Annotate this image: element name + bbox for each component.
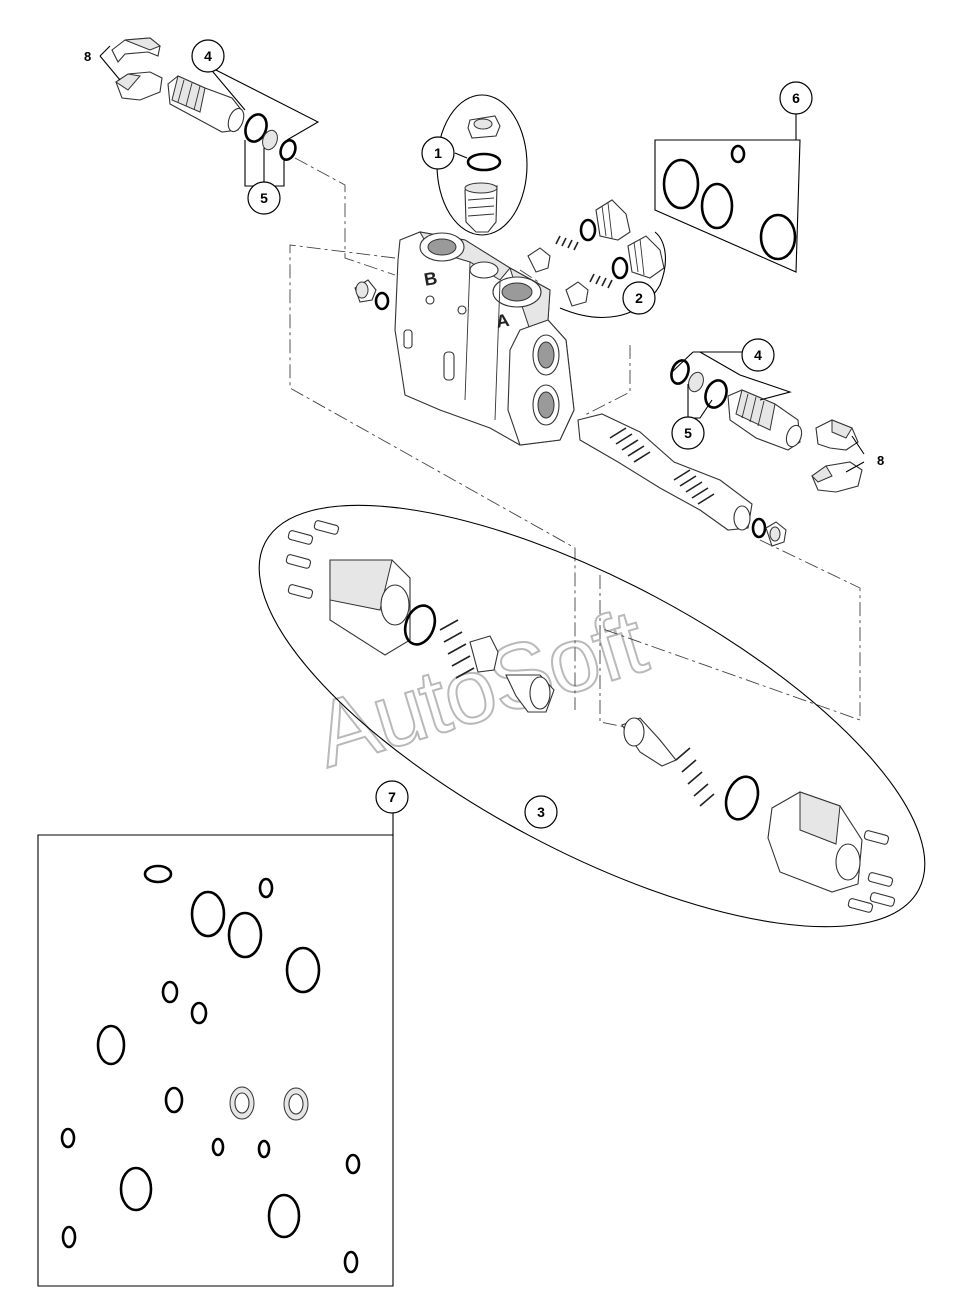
port-a-letter: A [495,310,511,332]
leader-lines [289,157,861,729]
seal-kit-6 [654,111,801,273]
backup-ring-5-left [262,129,278,151]
callout-7: 7 [375,780,409,814]
svg-text:6: 6 [792,90,800,106]
svg-text:4: 4 [204,48,212,64]
svg-text:2: 2 [635,290,643,306]
svg-text:3: 3 [537,804,545,820]
callout-4-right: 4 [741,338,775,372]
spool [577,413,787,547]
relief-cartridge-right [670,351,865,493]
label-8-left: 8 [84,49,91,64]
cap-screws-left [285,520,340,599]
spool-kit-3 [258,504,926,928]
label-8-right: 8 [877,453,884,468]
check-valve-group-1 [436,94,528,236]
o-ring-4-left [244,113,268,143]
svg-text:1: 1 [434,145,442,161]
valve-housing: B A [394,231,575,446]
check-o-ring [466,152,502,172]
svg-text:7: 7 [388,789,396,805]
svg-text:4: 4 [754,347,762,363]
svg-text:5: 5 [684,425,692,441]
callout-6: 6 [779,81,813,115]
callout-1: 1 [421,136,455,170]
check-poppet [464,185,498,233]
o-ring-small-left [279,139,297,161]
callout-2: 2 [622,281,656,315]
port-b-letter: B [423,268,439,290]
plug-left [354,279,390,311]
callout-5-left: 5 [247,181,281,215]
callout-3: 3 [524,795,558,829]
seal-kit-7 [37,812,394,1287]
callout-4-left: 4 [191,39,225,73]
callout-5-right: 5 [671,416,705,450]
svg-text:5: 5 [260,190,268,206]
